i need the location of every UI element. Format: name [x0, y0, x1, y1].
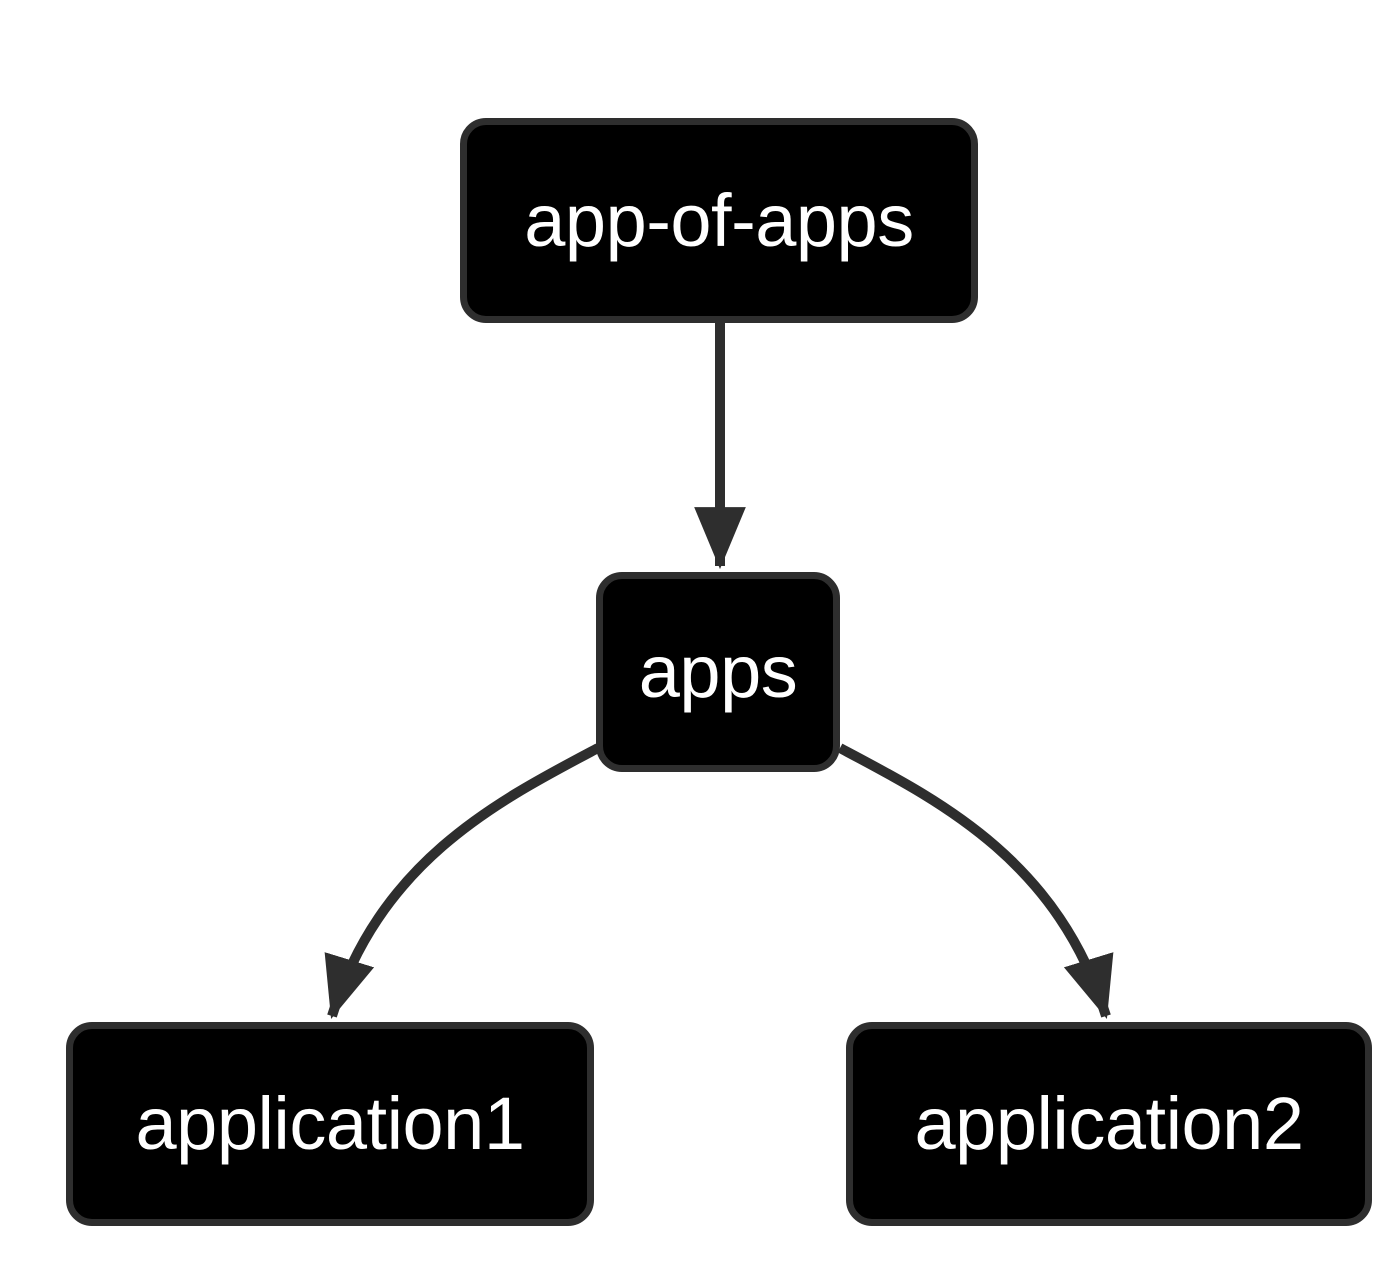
node-label-app-of-apps: app-of-apps — [524, 178, 914, 262]
node-label-application1: application1 — [135, 1082, 525, 1165]
node-application2[interactable]: application2 — [846, 1022, 1372, 1226]
node-label-application2: application2 — [914, 1082, 1304, 1165]
edge-apps-to-application1 — [324, 743, 601, 1019]
node-application1[interactable]: application1 — [66, 1022, 594, 1226]
node-apps[interactable]: apps — [596, 572, 840, 772]
node-label-apps: apps — [638, 630, 798, 713]
edge-apps-to-application2 — [837, 743, 1114, 1019]
node-app-of-apps[interactable]: app-of-apps — [460, 118, 978, 323]
